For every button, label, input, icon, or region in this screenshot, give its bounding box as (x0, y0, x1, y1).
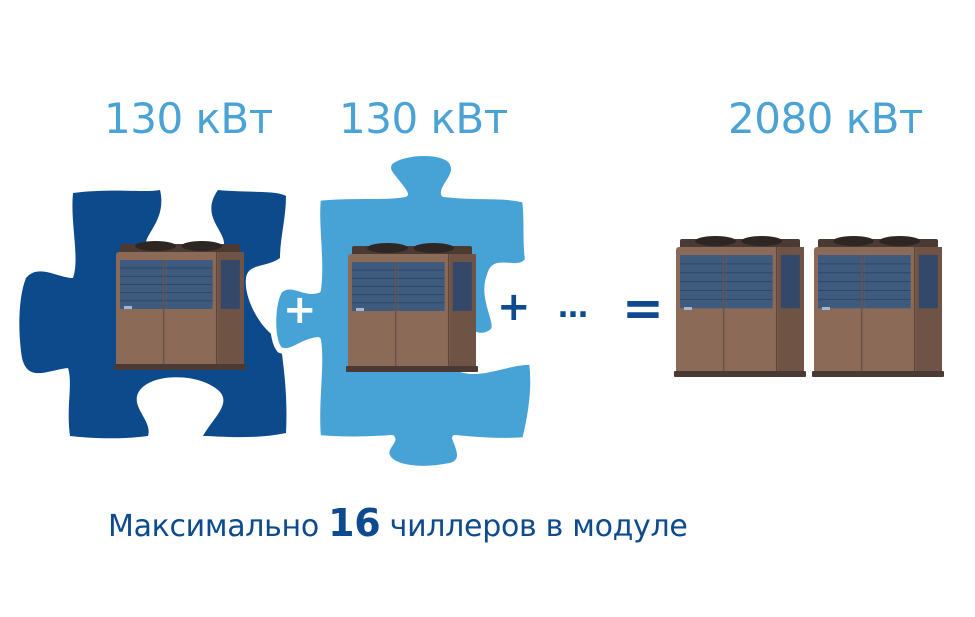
chiller-unit-icon (114, 241, 246, 370)
ellipsis-operator: … (558, 290, 590, 325)
caption: Максимально 16 чиллеров в модуле (108, 504, 688, 542)
plus-operator: + (283, 287, 317, 333)
chiller-unit-icon (812, 236, 944, 377)
chiller-unit-icon (674, 236, 806, 377)
caption-text-before: Максимально (108, 509, 329, 544)
total-power-label: 2080 кВт (728, 94, 923, 143)
plus-operator: + (497, 284, 531, 330)
module-one-power-label: 130 кВт (104, 94, 273, 143)
module-two-power-label: 130 кВт (339, 94, 508, 143)
caption-text-after: чиллеров в модуле (380, 509, 688, 544)
caption-number: 16 (328, 501, 381, 545)
chiller-unit-icon (346, 243, 478, 372)
equals-operator: = (622, 279, 664, 337)
